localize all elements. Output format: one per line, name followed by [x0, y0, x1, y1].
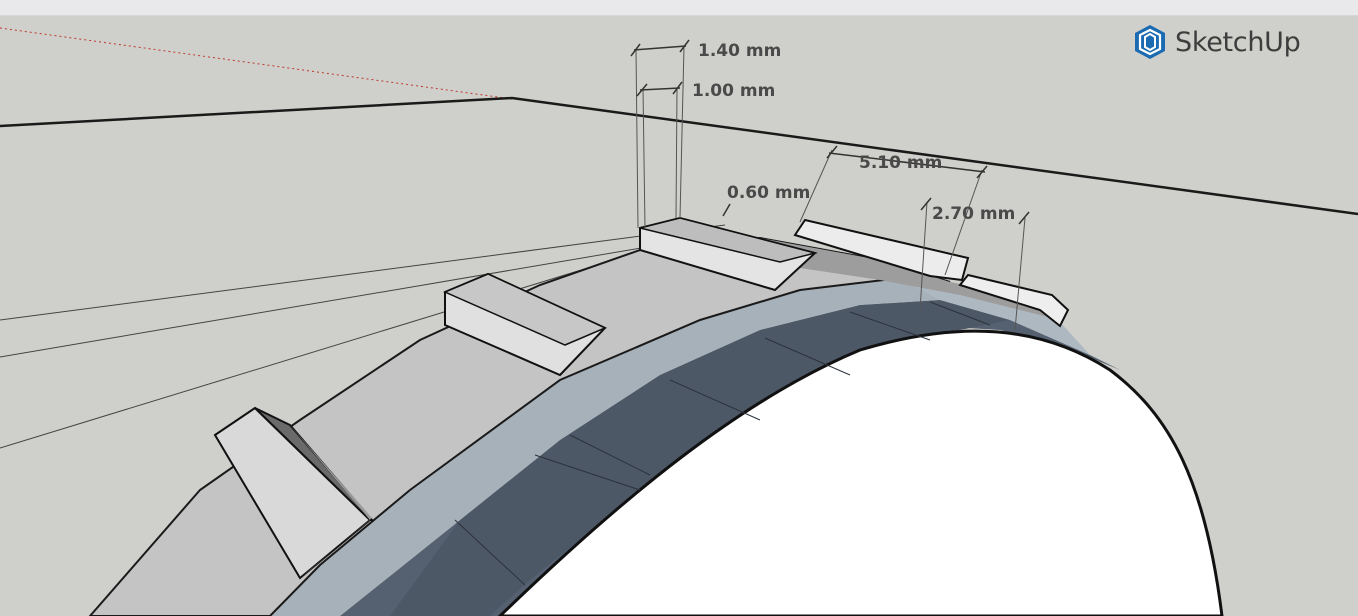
- ring-rim-face: [270, 278, 940, 616]
- dimension-lines: [630, 39, 1030, 225]
- ring-inner-hole: [497, 329, 1224, 616]
- tooth: [443, 272, 607, 377]
- sketchup-brand-text: SketchUp: [1175, 26, 1301, 58]
- guide-line: [0, 224, 726, 321]
- dimension-witness-lines: [635, 45, 1026, 331]
- window-top-bar: [0, 0, 1358, 16]
- guide-line: [0, 251, 641, 449]
- segment-dividers: [454, 301, 991, 586]
- dimension-label-gap-inner: 1.00 mm: [692, 81, 775, 101]
- dimension-label-tooth-pitch: 5.10 mm: [859, 153, 942, 173]
- dimension-label-step-height: 0.60 mm: [727, 183, 810, 203]
- guide-line: [0, 231, 736, 358]
- tooth: [213, 406, 375, 580]
- tooth: [958, 273, 1070, 328]
- ring-rim-face-right: [900, 278, 1090, 355]
- tooth: [639, 216, 818, 292]
- ring-inner-band-shade: [390, 300, 1010, 616]
- red-axis-line: [0, 27, 513, 100]
- dimension-label-gap-outer: 1.40 mm: [698, 41, 781, 61]
- horizon-edge: [0, 96, 1358, 216]
- sketchup-logo: SketchUp: [1133, 24, 1301, 60]
- sketchup-logo-icon: [1135, 25, 1165, 59]
- dimension-label-tooth-length: 2.70 mm: [932, 204, 1015, 224]
- tooth: [793, 218, 970, 282]
